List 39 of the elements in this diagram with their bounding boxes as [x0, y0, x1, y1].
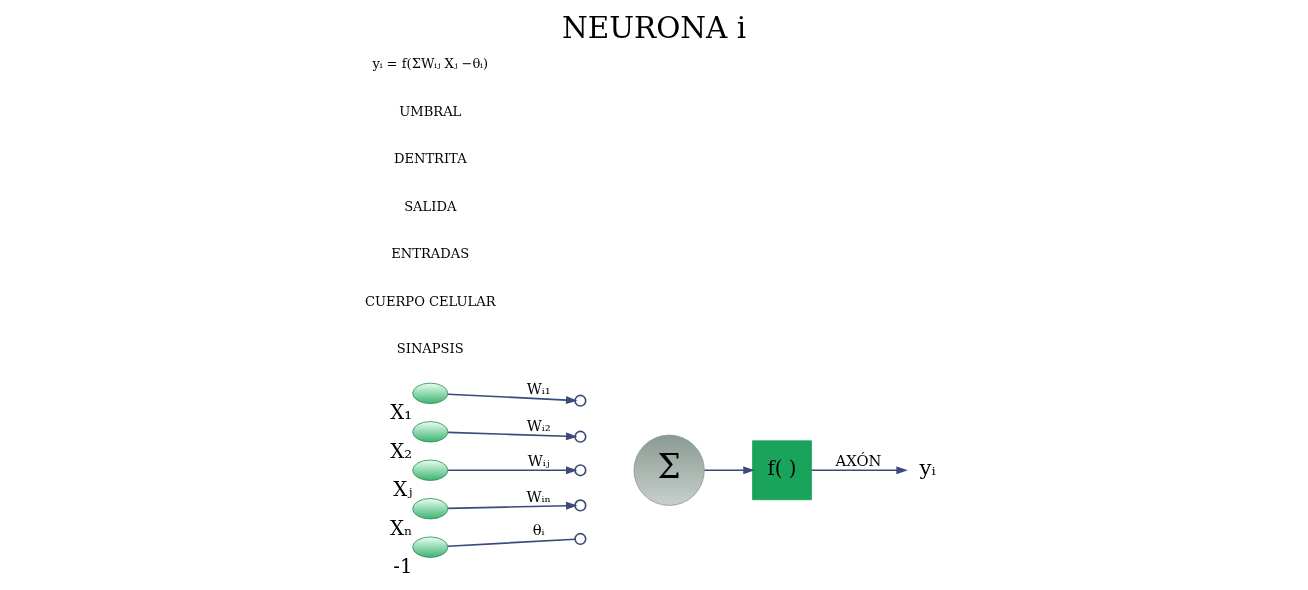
node-circle: Σ: [633, 434, 705, 506]
node-circle: [574, 499, 587, 512]
node-label: Xₙ: [389, 516, 413, 540]
node-circle: [574, 464, 587, 477]
label: ENTRADAS: [391, 246, 470, 262]
arrow: [447, 501, 578, 510]
arrow: [447, 393, 578, 405]
node-label: -1: [393, 555, 413, 579]
label: SINAPSIS: [396, 341, 464, 357]
edge-label: Wᵢⱼ: [527, 451, 550, 469]
label: DENTRITA: [393, 151, 467, 167]
label: CUERPO CELULAR: [364, 293, 496, 309]
edge-label: Wᵢₙ: [526, 487, 551, 505]
label: yᵢ = f(ΣWᵢⱼ Xⱼ −θᵢ): [372, 56, 489, 72]
node-ellipse: [412, 382, 449, 404]
node-label: Xⱼ: [393, 478, 413, 502]
node-circle: [574, 394, 587, 407]
node-ellipse: [412, 498, 449, 520]
arrow: [447, 431, 578, 441]
edge-label: θᵢ: [532, 521, 545, 539]
node-box: f( ): [752, 440, 812, 501]
edge-label: AXÓN: [835, 451, 882, 469]
edge-label: Wᵢ₁: [526, 379, 551, 397]
diagram-title: NEURONA i: [561, 11, 747, 46]
node-label: X₁: [390, 401, 413, 425]
node-circle: [574, 430, 587, 443]
arrow: [447, 466, 578, 475]
node-ellipse: [412, 459, 449, 481]
node-ellipse: [412, 536, 449, 558]
node-circle: [574, 532, 587, 546]
node-ellipse: [412, 421, 449, 443]
arrow: [703, 466, 755, 475]
edge-label: Wᵢ₂: [526, 416, 551, 434]
arrow: [810, 466, 908, 475]
node-text: yᵢ: [919, 455, 936, 481]
label: UMBRAL: [399, 103, 462, 119]
connector: [447, 538, 576, 548]
label: SALIDA: [404, 198, 457, 214]
node-label: X₂: [390, 439, 413, 463]
